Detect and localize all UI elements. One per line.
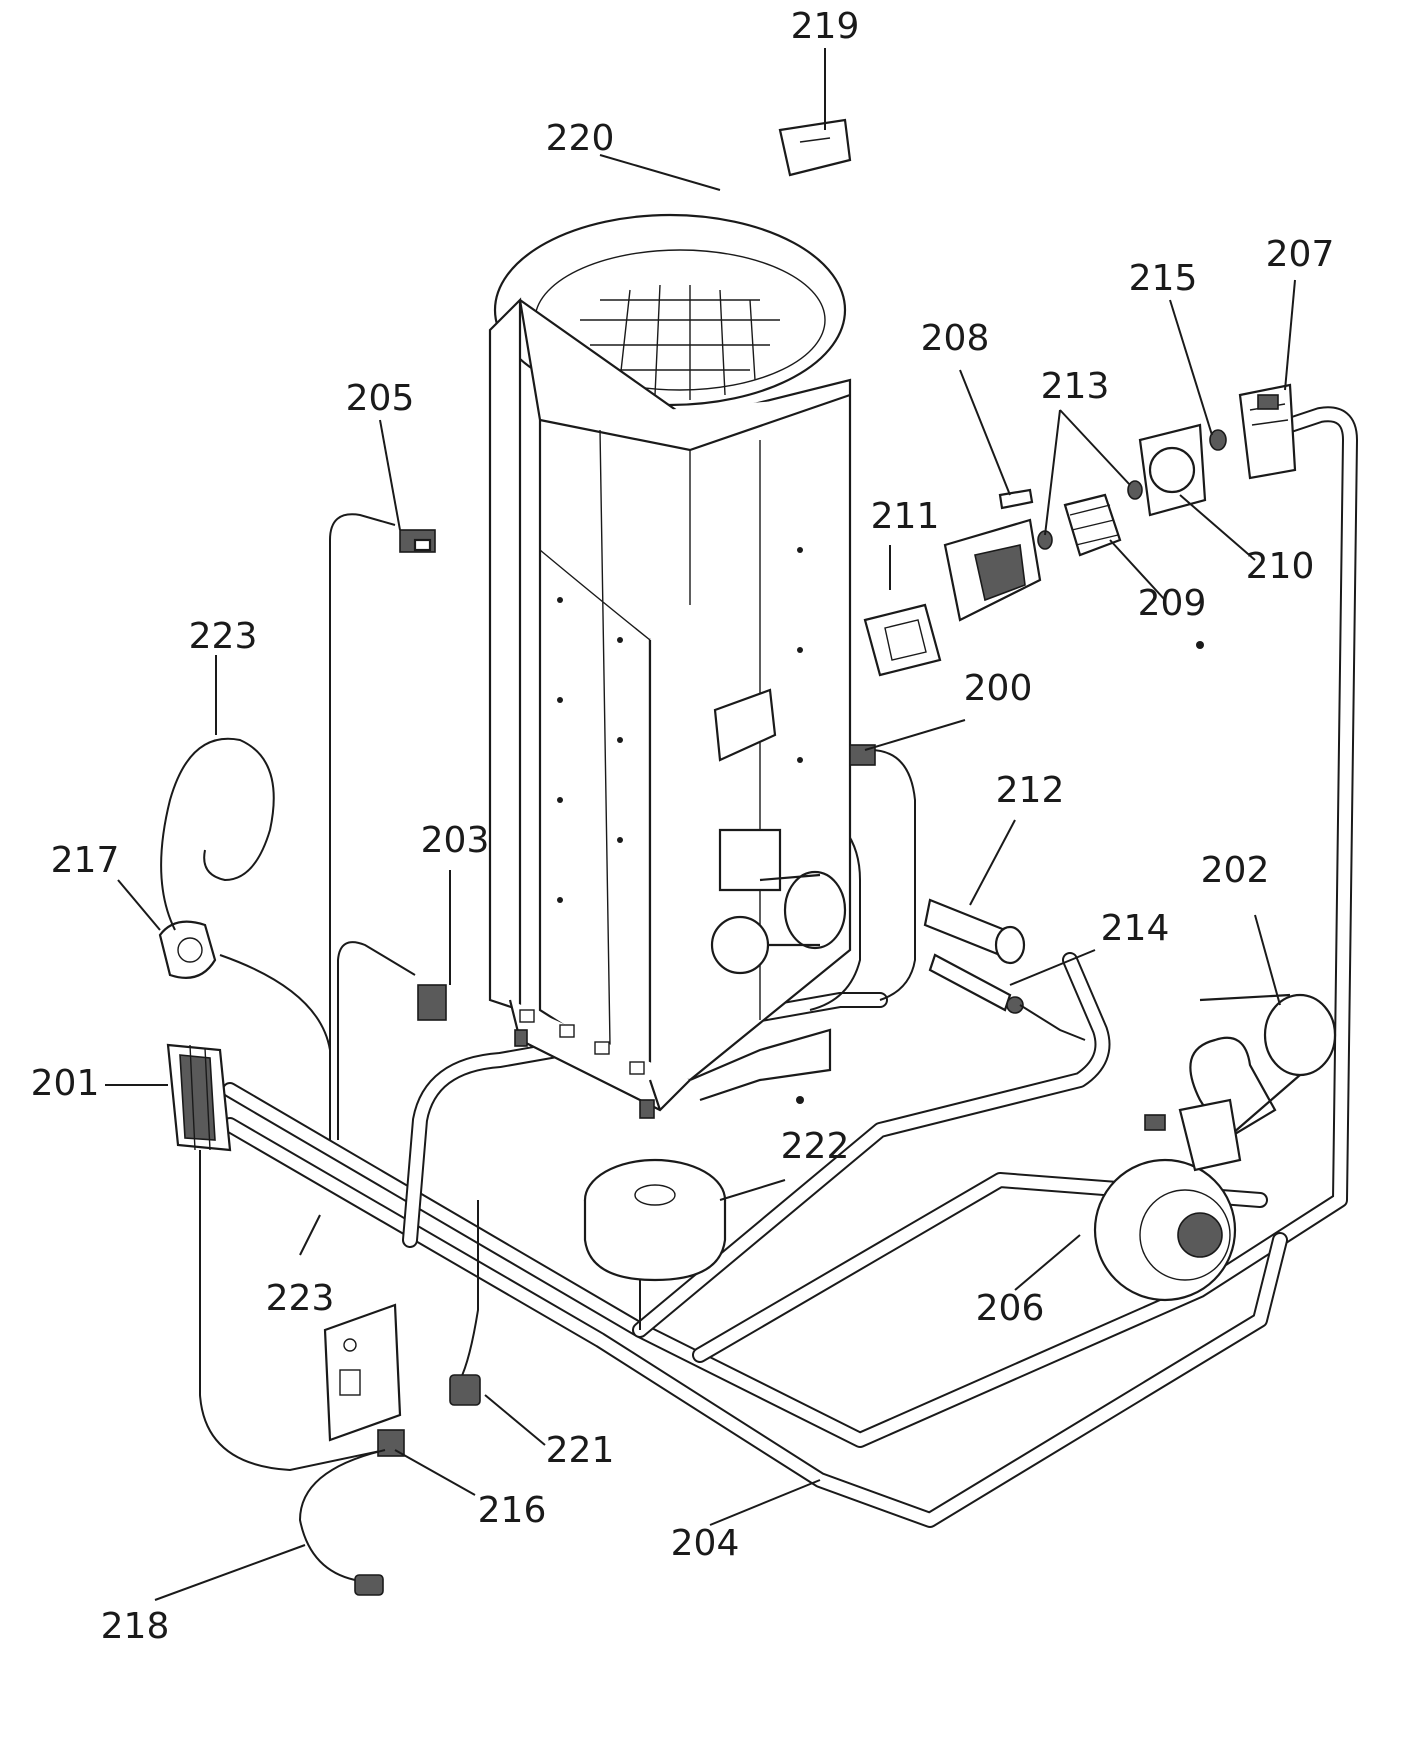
boiler-cabinet xyxy=(488,213,1204,1119)
callout-207: 207 xyxy=(1266,234,1335,275)
callout-202: 202 xyxy=(1201,850,1270,891)
callout-209: 209 xyxy=(1138,583,1207,624)
part-212-tube xyxy=(923,898,1026,965)
callout-205: 205 xyxy=(346,378,415,419)
callout-212: 212 xyxy=(996,770,1065,811)
callout-200: 200 xyxy=(964,668,1033,709)
part-207-motor xyxy=(1238,383,1297,480)
part-206-blower xyxy=(1093,1098,1242,1302)
callout-223-bottom: 223 xyxy=(266,1278,335,1319)
part-205-connector xyxy=(399,529,436,553)
part-215-ring xyxy=(1209,429,1227,451)
part-213-seals xyxy=(1037,480,1143,550)
callout-204: 204 xyxy=(671,1523,740,1564)
part-203-connector xyxy=(417,984,447,1021)
leader-lines xyxy=(105,48,1296,1601)
callout-211: 211 xyxy=(871,496,940,537)
callout-208: 208 xyxy=(921,318,990,359)
part-214-probe xyxy=(928,953,1086,1041)
callout-217: 217 xyxy=(51,840,120,881)
callout-210: 210 xyxy=(1246,546,1315,587)
callout-221: 221 xyxy=(546,1430,615,1471)
callout-219: 219 xyxy=(791,6,860,47)
part-222-disc xyxy=(583,1158,727,1282)
wiring-harness-204 xyxy=(199,406,1358,1528)
part-221-connector xyxy=(449,1374,481,1406)
callout-220: 220 xyxy=(546,118,615,159)
callout-203: 203 xyxy=(421,820,490,861)
callout-223-top: 223 xyxy=(189,616,258,657)
callout-214: 214 xyxy=(1101,908,1170,949)
top-grid xyxy=(580,284,780,400)
part-210-housing xyxy=(1138,423,1207,517)
display-bracket xyxy=(323,1303,402,1442)
callout-201: 201 xyxy=(31,1063,100,1104)
base-slots xyxy=(519,1009,645,1075)
cabinet-fasteners xyxy=(557,547,1204,1104)
part-201-control-board xyxy=(166,1043,232,1152)
part-200-connector xyxy=(849,744,876,766)
callout-labels: 219 220 205 223 217 201 203 223 221 216 … xyxy=(31,6,1335,1647)
part-217-pressure-switch xyxy=(158,737,275,979)
callout-218: 218 xyxy=(101,1606,170,1647)
part-209-fan xyxy=(1063,493,1122,557)
callout-206: 206 xyxy=(976,1288,1045,1329)
callout-213: 213 xyxy=(1041,366,1110,407)
callout-222: 222 xyxy=(781,1126,850,1167)
callout-215: 215 xyxy=(1129,258,1198,299)
callout-216: 216 xyxy=(478,1490,547,1531)
part-211-gasket xyxy=(863,603,942,677)
part-218-sensor xyxy=(298,1449,386,1596)
part-208-valve xyxy=(943,488,1042,622)
part-219-cover xyxy=(778,118,852,177)
